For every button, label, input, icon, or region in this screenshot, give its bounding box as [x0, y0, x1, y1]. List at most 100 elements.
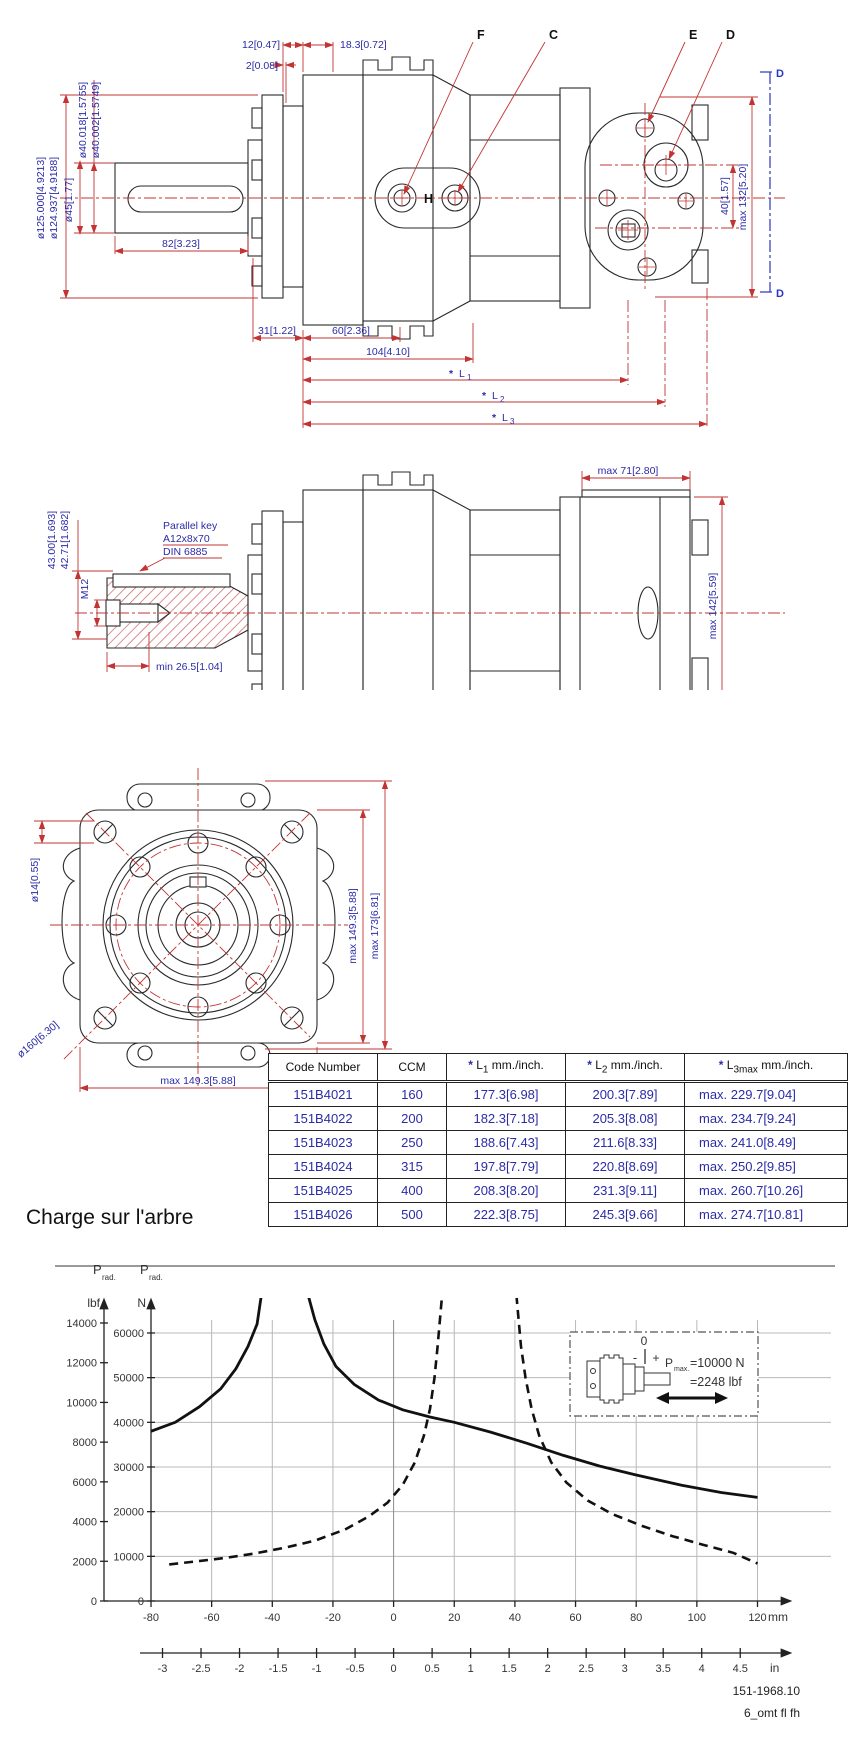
- tick-label: 2000: [73, 1556, 97, 1568]
- side-view-key-drawing: 43.00[1.693] 42.71[1.682] M12 Parallel k…: [46, 465, 785, 690]
- tick-label: 40: [509, 1612, 521, 1624]
- legend-p: P: [665, 1356, 673, 1370]
- front-view-drawing: ø14[0.55] ø160[6.30] max 149.3[5.88] max…: [15, 768, 392, 1092]
- section-title: Charge sur l'arbre: [26, 1206, 194, 1229]
- dim-12: 12[0.47]: [242, 39, 280, 51]
- shaft-load-chart: P rad. P rad. lbf N mm in 0 2000 4000 60 0 0 8…: [55, 1262, 835, 1720]
- unit-n: N: [137, 1296, 146, 1310]
- tick-label: -2.5: [192, 1663, 211, 1675]
- tick-label: 1: [468, 1663, 474, 1675]
- dim-l1-star: *: [449, 368, 454, 380]
- dim-max173: max 173[6.81]: [369, 893, 381, 960]
- legend-value-n: =10000 N: [690, 1356, 745, 1370]
- curve-solid-0: [151, 1298, 263, 1433]
- tick-label: 2: [545, 1663, 551, 1675]
- tick-label: 0: [91, 1596, 97, 1608]
- key-note-line2: A12x8x70: [163, 533, 210, 545]
- dimension-texts-mid: 43.00[1.693] 42.71[1.682] M12 Parallel k…: [46, 465, 719, 673]
- dim-l3: L: [502, 412, 508, 424]
- col-ccm: CCM: [377, 1053, 447, 1083]
- motor-outline-mid: [105, 471, 709, 690]
- tick-label: 1.5: [501, 1663, 516, 1675]
- unit-mm: mm: [768, 1610, 788, 1624]
- legend-plus: +: [652, 1351, 659, 1365]
- tick-label: 14000: [66, 1318, 97, 1330]
- tick-label: 10000: [66, 1397, 97, 1409]
- curve-dashed-1: [515, 1298, 759, 1565]
- tick-label: -2: [235, 1663, 245, 1675]
- label-f: F: [477, 28, 485, 42]
- motor-icon: [586, 1354, 671, 1404]
- dimension-lines: [60, 41, 758, 428]
- label-c: C: [549, 28, 558, 42]
- dim-l3-star: *: [492, 412, 497, 424]
- dim-l2-sub: 2: [500, 395, 505, 404]
- dim-dia160: ø160[6.30]: [15, 1019, 61, 1061]
- col-l2: * L2 mm./inch.: [565, 1053, 685, 1083]
- label-h: H: [424, 192, 433, 206]
- dim-43: 43.00[1.693]: [46, 511, 58, 569]
- tick-label: 4000: [73, 1517, 97, 1529]
- gridlines: [151, 1320, 831, 1601]
- dim-l1-sub: 1: [467, 373, 472, 382]
- dim-dia14: ø14[0.55]: [29, 858, 41, 902]
- unit-in: in: [770, 1661, 779, 1675]
- tick-label: 2.5: [579, 1663, 594, 1675]
- tick-label: 40000: [113, 1417, 144, 1429]
- dim-max132: max 132[5.20]: [737, 164, 749, 231]
- key-note-line1: Parallel key: [163, 520, 218, 532]
- side-view-drawing: D D 12[0.47] 2[0.08] 18.3[0.72] F C E D …: [35, 28, 785, 429]
- section-line-d: D D: [760, 68, 784, 300]
- tick-label: 0: [391, 1612, 397, 1624]
- tick-label: 120: [748, 1612, 766, 1624]
- tick-label: 20000: [113, 1507, 144, 1519]
- tick-label: 12000: [66, 1358, 97, 1370]
- dim-40: 40[1.57]: [719, 177, 731, 215]
- dim-dia45: ø45[1.77]: [63, 178, 75, 222]
- tick-label: 0: [391, 1663, 397, 1675]
- spec-table-header: Code Number CCM * L1 mm./inch. * L2 mm./…: [268, 1053, 848, 1083]
- tick-label: -80: [143, 1612, 159, 1624]
- axis-titles: P rad. P rad. lbf N mm in: [87, 1262, 788, 1675]
- tick-label: -1.5: [269, 1663, 288, 1675]
- dim-max1493-h: max 149.3[5.88]: [160, 1075, 235, 1087]
- dim-104: 104[4.10]: [366, 346, 410, 358]
- key-note-line3: DIN 6885: [163, 546, 208, 558]
- doc-code: 6_omt fl fh: [744, 1706, 800, 1720]
- tick-label: -20: [325, 1612, 341, 1624]
- dim-max1493-v: max 149.3[5.88]: [347, 888, 359, 963]
- dim-dia40002: ø40.002[1.5749]: [90, 82, 102, 159]
- p-rad-sub-lbf: rad.: [102, 1273, 116, 1282]
- tick-label: 8000: [73, 1437, 97, 1449]
- dim-dia125: ø125.000[4.9213]: [35, 157, 47, 239]
- p-rad-label-lbf: P: [93, 1262, 102, 1277]
- section-label-d-top: D: [776, 68, 784, 80]
- curve-solid-1: [307, 1298, 758, 1499]
- legend-box: 0 - + P max. =10000 N =2248 lbf: [569, 1331, 759, 1417]
- doc-number: 151-1968.10: [733, 1684, 801, 1698]
- tick-label: 60: [569, 1612, 581, 1624]
- tick-label: 60000: [113, 1328, 144, 1340]
- dim-2: 2[0.08]: [246, 60, 278, 72]
- tick-label: 4: [699, 1663, 705, 1675]
- dimension-lines-mid: [72, 471, 728, 690]
- dim-l2-star: *: [482, 390, 487, 402]
- dim-82: 82[3.23]: [162, 238, 200, 250]
- tick-label: 50000: [113, 1373, 144, 1385]
- tick-label: 80: [630, 1612, 642, 1624]
- col-l3: * L3max mm./inch.: [684, 1053, 848, 1083]
- p-rad-label-n: P: [140, 1262, 149, 1277]
- tick-label: -0.5: [346, 1663, 365, 1675]
- dim-60: 60[2.36]: [332, 325, 370, 337]
- dim-min265: min 26.5[1.04]: [156, 661, 223, 673]
- dim-l1: L: [459, 368, 465, 380]
- dim-dia124: ø124.937[4.9188]: [48, 157, 60, 239]
- tick-label: 0.5: [424, 1663, 439, 1675]
- tick-label: -1: [312, 1663, 322, 1675]
- section-label-d-bottom: D: [776, 288, 784, 300]
- tick-label: 10000: [113, 1551, 144, 1563]
- col-code: Code Number: [268, 1053, 378, 1083]
- dim-l2: L: [492, 390, 498, 402]
